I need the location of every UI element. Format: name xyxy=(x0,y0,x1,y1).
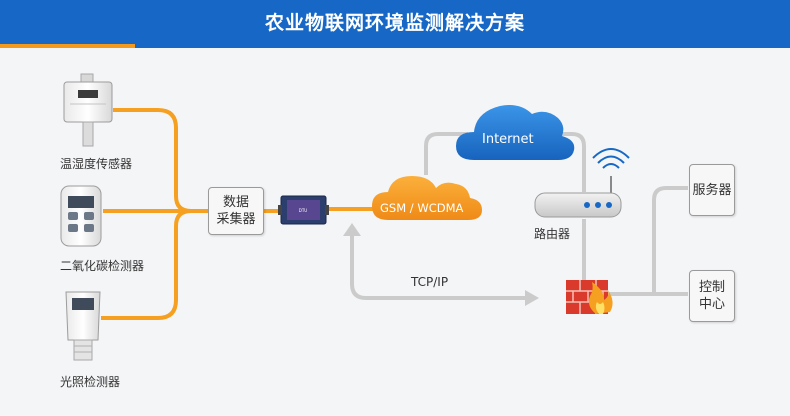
page-title: 农业物联网环境监测解决方案 xyxy=(264,12,525,34)
gsm-cloud-label: GSM / WCDMA xyxy=(380,201,464,215)
server-box: 服务器 xyxy=(689,164,735,216)
sensor-label-light: 光照检测器 xyxy=(60,375,121,389)
control-label-line2: 中心 xyxy=(698,297,725,312)
router-label: 路由器 xyxy=(534,227,571,241)
temperature-humidity-sensor-icon xyxy=(63,73,113,147)
network-links xyxy=(350,132,688,300)
control-center-box: 控制 中心 xyxy=(689,270,735,322)
protocol-label: TCP/IP xyxy=(411,275,449,289)
right-arrow xyxy=(525,290,539,306)
up-arrow xyxy=(343,223,361,236)
header-blue-stripe xyxy=(135,44,790,48)
header-bar: 农业物联网环境监测解决方案 xyxy=(0,0,790,44)
data-collector-box: 数据 采集器 xyxy=(208,187,264,235)
svg-text:DTU: DTU xyxy=(299,208,308,213)
internet-cloud-icon xyxy=(456,105,575,160)
firewall-icon xyxy=(566,280,613,314)
co2-detector-icon xyxy=(60,185,102,247)
sensor-label-co2: 二氧化碳检测器 xyxy=(60,259,145,273)
header-accent-stripe xyxy=(0,44,135,48)
router-icon xyxy=(534,148,630,218)
light-detector-icon xyxy=(65,291,101,361)
gsm-cloud-icon xyxy=(372,176,482,220)
collector-label-line1: 数据 xyxy=(222,195,249,210)
server-label: 服务器 xyxy=(692,182,732,198)
sensor-label-temperature-humidity: 温湿度传感器 xyxy=(60,157,133,171)
collector-label-line2: 采集器 xyxy=(216,212,256,227)
control-label-line1: 控制 xyxy=(698,280,725,295)
internet-cloud-label: Internet xyxy=(482,132,534,147)
dtu-modem-icon: DTU xyxy=(278,195,329,225)
